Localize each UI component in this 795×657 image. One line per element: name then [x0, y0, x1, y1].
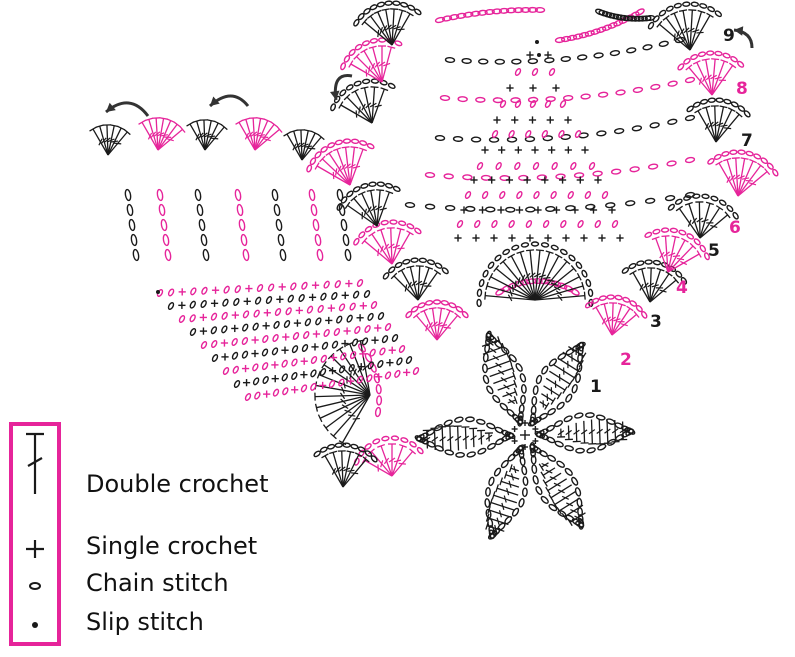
triangle-row — [526, 51, 552, 59]
chain-arc — [439, 76, 696, 104]
round9-fan — [353, 0, 422, 46]
legend-label-slip-stitch: Slip stitch — [86, 608, 204, 636]
left-block-row — [233, 356, 413, 388]
triangle-row — [460, 206, 616, 214]
round4-fan — [353, 219, 422, 265]
round3-fan — [382, 257, 449, 301]
chain-column — [124, 188, 140, 262]
round-number-1: 1 — [590, 377, 602, 397]
round-number-8: 8 — [736, 79, 748, 99]
round9-fan — [647, 1, 723, 51]
round1-petal — [414, 416, 516, 458]
edge-fan — [235, 117, 283, 151]
round-number-9: 9 — [723, 26, 735, 46]
chain-arc — [554, 8, 645, 44]
chain-arc — [434, 6, 546, 24]
triangle-row — [491, 130, 582, 138]
round1-sc — [522, 444, 528, 450]
chain-column — [194, 188, 210, 262]
round1-sc — [522, 420, 528, 426]
turn-arrow — [208, 94, 250, 108]
triangle-row — [493, 116, 572, 124]
left-block-row — [178, 301, 378, 323]
edge-fan — [138, 117, 186, 151]
round2-fan — [405, 299, 469, 341]
double-crochet-symbol — [26, 432, 44, 494]
triangle-row — [454, 234, 624, 242]
round-number-2: 2 — [620, 350, 632, 370]
edge-fan — [283, 129, 325, 161]
round1-sc — [511, 438, 518, 444]
triangle-row — [499, 100, 567, 108]
left-block-row — [200, 323, 392, 349]
left-block-row — [244, 367, 420, 401]
round-number-3: 3 — [650, 312, 662, 332]
round2-fan — [584, 294, 648, 336]
round-number-5: 5 — [708, 241, 720, 261]
triangle-row — [456, 220, 619, 228]
round1-sc — [532, 438, 539, 444]
turn-arrow — [105, 101, 150, 117]
left-block-tip — [156, 290, 160, 294]
round3-fan-left — [314, 339, 371, 446]
round8-fan — [677, 50, 745, 96]
chain-arc — [424, 156, 696, 182]
round6-fan — [707, 149, 779, 197]
chain-stitch-symbol — [29, 582, 41, 590]
left-block-row — [189, 312, 385, 336]
chain-arc — [595, 8, 656, 22]
legend-label-double-crochet: Double crochet — [86, 470, 269, 498]
legend-symbols — [26, 432, 44, 628]
single-crochet-symbol — [26, 540, 44, 558]
round1-petal — [534, 412, 636, 454]
edge-fan — [89, 124, 131, 156]
edge-fan — [186, 119, 228, 151]
round-number-6: 6 — [729, 218, 741, 238]
chain-column — [234, 188, 250, 262]
left-block-row — [211, 334, 399, 362]
round3-fan-top — [476, 241, 594, 308]
turn-arrow — [733, 26, 754, 49]
turn-arrow — [330, 74, 353, 101]
triangle-row — [514, 68, 556, 76]
triangle-row — [506, 84, 560, 92]
triangle-row — [464, 191, 609, 199]
chain-arc — [434, 114, 696, 143]
triangle-row — [470, 176, 602, 184]
round1-petal — [484, 444, 529, 540]
round4-fan — [644, 227, 710, 273]
round1-petal — [527, 341, 587, 427]
legend-box — [9, 422, 61, 646]
round5-fan — [667, 193, 739, 239]
triangle-top — [535, 40, 539, 44]
chain-column — [156, 188, 172, 262]
round1-petal — [481, 330, 527, 427]
chain-column — [308, 188, 324, 262]
left-block-row — [222, 345, 406, 375]
slip-stitch-symbol — [32, 622, 38, 628]
round5-fan — [336, 181, 401, 227]
triangle-row — [481, 146, 589, 154]
chain-arc — [404, 191, 696, 213]
round1-sc — [511, 426, 518, 432]
round2-fan — [353, 435, 424, 477]
round1-sc — [532, 426, 539, 432]
chain-column — [336, 188, 352, 262]
legend-label-single-crochet: Single crochet — [86, 532, 258, 560]
round7-fan — [686, 97, 751, 143]
chain-arc — [444, 36, 686, 65]
round3-fan — [313, 442, 378, 488]
legend-label-chain-stitch: Chain stitch — [86, 569, 229, 597]
left-block-row — [167, 290, 371, 310]
round1-petal — [529, 441, 586, 530]
round-number-4: 4 — [676, 278, 688, 298]
round6-fan — [306, 138, 375, 186]
left-block-row — [156, 279, 364, 297]
center-ring — [520, 430, 530, 440]
round-number-7: 7 — [741, 131, 753, 151]
triangle-row — [476, 162, 596, 170]
chain-column — [271, 188, 287, 262]
round7-fan — [330, 78, 396, 124]
